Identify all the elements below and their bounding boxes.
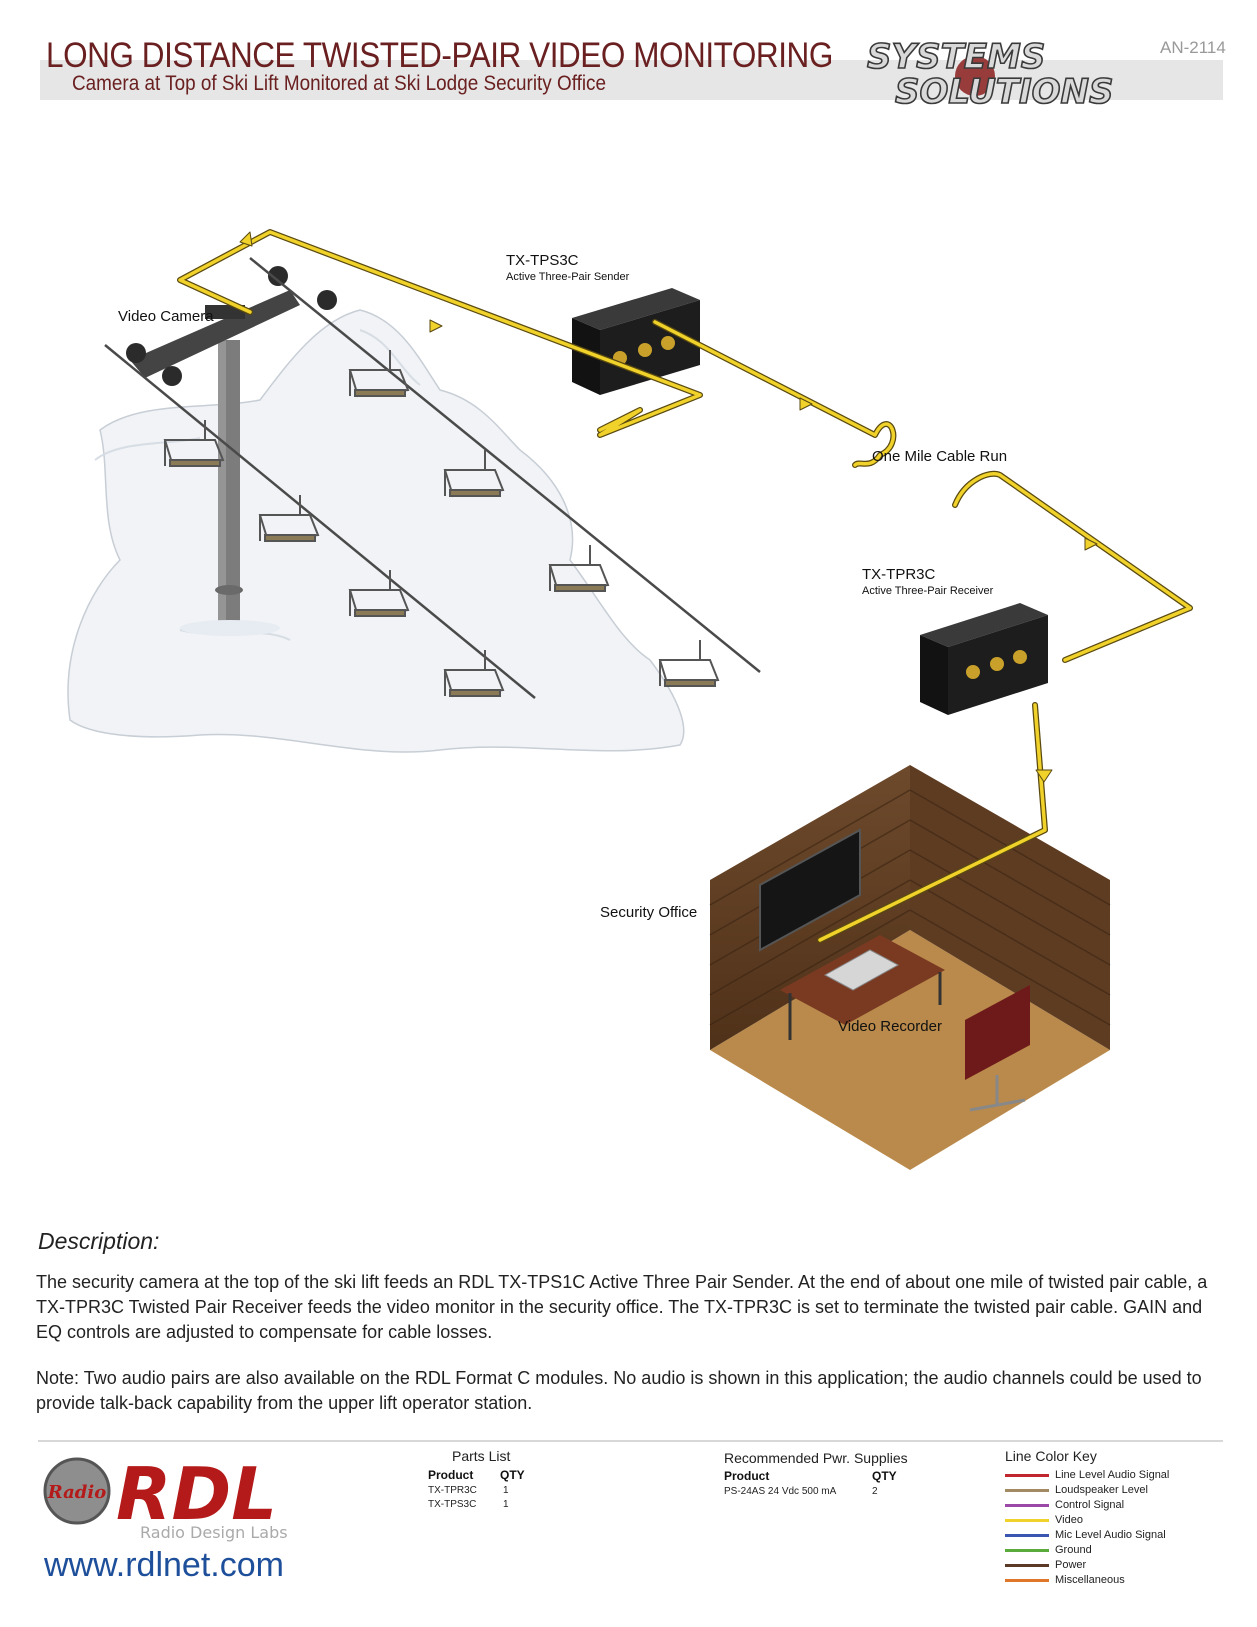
line-color-swatch xyxy=(1005,1578,1049,1582)
receiver-device xyxy=(920,603,1048,715)
line-color-label: Power xyxy=(1055,1559,1087,1571)
office-chair xyxy=(965,985,1030,1080)
line-color-swatch xyxy=(1005,1518,1049,1522)
video-monitor xyxy=(759,828,861,952)
line-color-key-item: Ground xyxy=(1005,1543,1092,1557)
page-subtitle: Camera at Top of Ski Lift Monitored at S… xyxy=(72,72,607,95)
receiver-desc-label: Active Three-Pair Receiver xyxy=(862,585,994,597)
security-office-label: Security Office xyxy=(600,904,698,921)
power-row-qty: 2 xyxy=(872,1486,878,1497)
power-supplies-title: Recommended Pwr. Supplies xyxy=(724,1450,908,1466)
rdl-logo-text: RDL xyxy=(116,1452,277,1536)
line-color-label: Miscellaneous xyxy=(1055,1574,1125,1586)
sender-device xyxy=(572,288,700,395)
line-color-key-item: Line Level Audio Signal xyxy=(1005,1468,1169,1482)
cable-run-label: One Mile Cable Run xyxy=(872,448,1008,465)
app-note-number: AN-2114 xyxy=(1160,38,1226,57)
parts-col-qty: QTY xyxy=(500,1468,525,1482)
receiver-model-label: TX-TPR3C xyxy=(862,566,936,583)
description-paragraph-1: The security camera at the top of the sk… xyxy=(36,1272,1208,1342)
line-color-key-item: Mic Level Audio Signal xyxy=(1005,1528,1166,1542)
video-signal-line xyxy=(177,229,1193,943)
line-color-label: Video xyxy=(1055,1514,1083,1526)
sender-model-label: TX-TPS3C xyxy=(506,252,579,269)
website-link[interactable]: www.rdlnet.com xyxy=(44,1546,284,1584)
sender-desc-label: Active Three-Pair Sender xyxy=(506,271,630,283)
description-heading: Description: xyxy=(38,1228,160,1254)
header-band xyxy=(40,60,1223,100)
parts-row-qty: 1 xyxy=(503,1485,509,1496)
line-color-label: Loudspeaker Level xyxy=(1055,1484,1148,1496)
line-color-key-item: Loudspeaker Level xyxy=(1005,1483,1148,1497)
line-color-key-item: Control Signal xyxy=(1005,1498,1124,1512)
line-color-key-item: Video xyxy=(1005,1513,1083,1527)
line-color-swatch xyxy=(1005,1473,1049,1477)
line-color-swatch xyxy=(1005,1563,1049,1567)
power-col-qty: QTY xyxy=(872,1469,897,1483)
line-color-label: Ground xyxy=(1055,1544,1092,1556)
parts-list-title: Parts List xyxy=(452,1448,511,1464)
parts-row-product: TX-TPR3C xyxy=(428,1485,477,1496)
video-camera-label: Video Camera xyxy=(118,308,214,325)
description-paragraph-2: Note: Two audio pairs are also available… xyxy=(36,1368,1202,1413)
diagram-artwork xyxy=(67,229,1193,1170)
brand-line-1: SYSTEMS xyxy=(867,37,1045,77)
rdl-logo: Radio RDL Radio Design Labs xyxy=(43,1452,288,1542)
page-title: LONG DISTANCE TWISTED-PAIR VIDEO MONITOR… xyxy=(46,36,833,75)
video-recorder-label: Video Recorder xyxy=(838,1018,942,1035)
chairlifts xyxy=(163,350,720,698)
rdl-logo-badge: Radio xyxy=(47,1482,106,1503)
power-col-product: Product xyxy=(724,1469,770,1483)
line-color-swatch xyxy=(1005,1533,1049,1537)
parts-row-qty: 1 xyxy=(503,1499,509,1510)
lift-tower xyxy=(126,266,337,636)
line-color-swatch xyxy=(1005,1548,1049,1552)
line-color-key-title: Line Color Key xyxy=(1005,1448,1097,1464)
line-color-label: Control Signal xyxy=(1055,1499,1125,1511)
power-row-product: PS-24AS 24 Vdc 500 mA xyxy=(724,1486,837,1497)
line-color-swatch xyxy=(1005,1503,1049,1507)
line-color-label: Mic Level Audio Signal xyxy=(1055,1529,1166,1541)
systems-solutions-logo: SYSTEMS SOLUTIONS xyxy=(866,36,1114,111)
line-color-label: Line Level Audio Signal xyxy=(1055,1469,1170,1481)
video-recorder xyxy=(823,949,900,991)
line-color-swatch xyxy=(1005,1488,1049,1492)
line-color-key-item: Power xyxy=(1005,1558,1086,1572)
lift-cables xyxy=(104,257,761,699)
parts-col-product: Product xyxy=(428,1468,474,1482)
security-office-room xyxy=(709,765,1111,1170)
rdl-logo-subtitle: Radio Design Labs xyxy=(140,1523,288,1542)
brand-line-2: SOLUTIONS xyxy=(895,72,1114,111)
footer-divider xyxy=(38,1440,1223,1442)
parts-row-product: TX-TPS3C xyxy=(428,1499,477,1510)
line-color-key-item: Miscellaneous xyxy=(1005,1573,1125,1587)
video-camera xyxy=(205,305,245,319)
